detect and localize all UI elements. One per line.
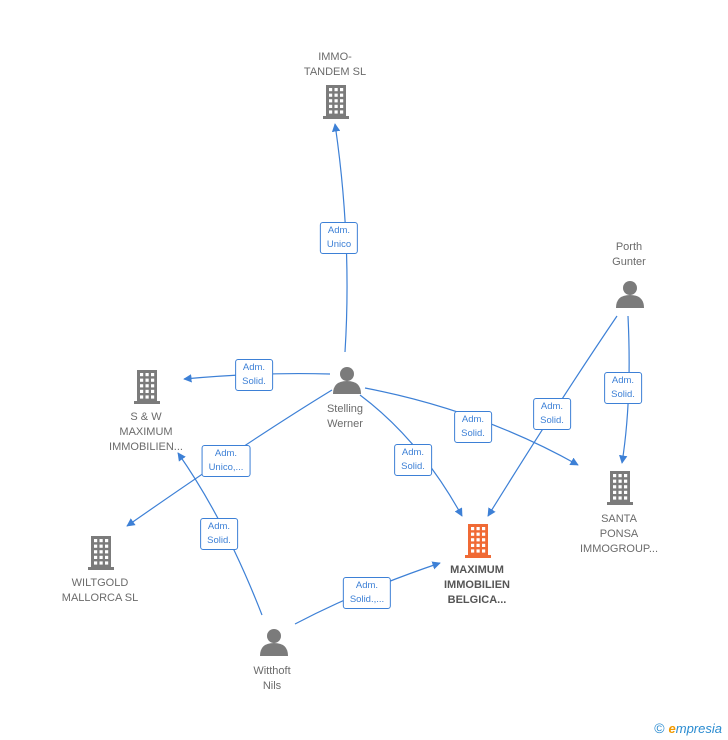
node-label-porth[interactable]: Porth Gunter	[612, 241, 646, 268]
node-label-stelling[interactable]: Stelling Werner	[326, 403, 364, 430]
edge-label-stelling-to-santa_ponsa[interactable]: Adm. Solid.	[454, 411, 492, 443]
node-label-sw_maximum[interactable]: S & W MAXIMUM IMMOBILIEN...	[109, 411, 183, 453]
edge-label-porth-to-santa_ponsa[interactable]: Adm. Solid.	[604, 372, 642, 404]
building-icon-wiltgold[interactable]	[88, 536, 114, 570]
edge-label-stelling-to-sw_maximum[interactable]: Adm. Solid.	[235, 359, 273, 391]
node-label-witthoft[interactable]: Witthoft Nils	[253, 665, 291, 692]
edge-label-stelling-to-maximum_belgica[interactable]: Adm. Solid.	[394, 444, 432, 476]
person-icon-stelling[interactable]	[333, 367, 361, 394]
edge-label-stelling-to-wiltgold[interactable]: Adm. Unico,...	[201, 445, 251, 477]
brand-e: e	[668, 721, 676, 736]
node-label-wiltgold[interactable]: WILTGOLD MALLORCA SL	[61, 577, 139, 604]
person-icon-witthoft[interactable]	[260, 629, 288, 656]
empresia-watermark: ©empresia	[654, 720, 722, 736]
node-label-immo_tandem[interactable]: IMMO- TANDEM SL	[303, 51, 367, 78]
node-label-santa_ponsa[interactable]: SANTA PONSA IMMOGROUP...	[579, 513, 659, 555]
brand-name: mpresia	[675, 721, 722, 736]
edge-label-porth-to-maximum_belgica[interactable]: Adm. Solid.	[533, 398, 571, 430]
person-icon-porth[interactable]	[616, 281, 644, 308]
building-icon-sw_maximum[interactable]	[134, 370, 160, 404]
building-icon-immo_tandem[interactable]	[323, 85, 349, 119]
edge-label-stelling-to-immo_tandem[interactable]: Adm. Unico	[319, 222, 359, 254]
edge-label-witthoft-to-sw_maximum[interactable]: Adm. Solid.	[200, 518, 238, 550]
copyright-icon: ©	[654, 720, 665, 736]
edge-label-witthoft-to-maximum_belgica[interactable]: Adm. Solid.,...	[342, 577, 392, 609]
building-icon-maximum_belgica[interactable]	[465, 524, 491, 558]
node-label-maximum_belgica[interactable]: MAXIMUM IMMOBILIEN BELGICA...	[444, 564, 510, 606]
building-icon-santa_ponsa[interactable]	[607, 471, 633, 505]
